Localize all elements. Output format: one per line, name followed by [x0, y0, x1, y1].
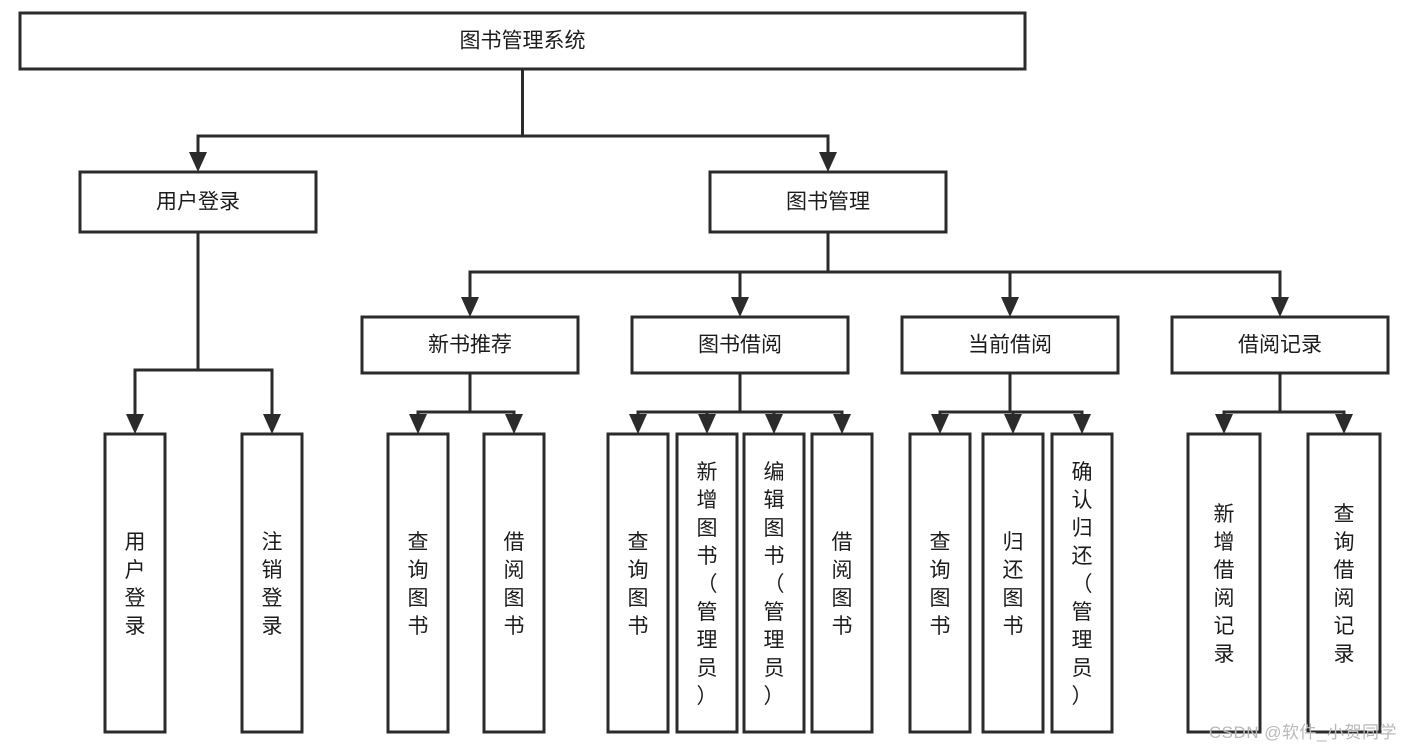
connector-layer	[126, 67, 1353, 434]
node-leaf-add-book-box[interactable]	[675, 432, 739, 734]
node-root-system[interactable]: 图书管理系统	[18, 11, 1027, 71]
node-current-borrow[interactable]: 当前借阅	[900, 315, 1120, 375]
node-book-borrow-box[interactable]	[630, 315, 850, 375]
node-user-login-label: 用户登录	[156, 191, 240, 214]
node-leaf-query-book-2-label: 查询图书	[628, 531, 649, 638]
node-book-borrow[interactable]: 图书借阅	[630, 315, 850, 375]
node-leaf-edit-book-label: 编辑图书（管理员）	[764, 461, 785, 708]
node-current-borrow-box[interactable]	[900, 315, 1120, 375]
node-leaf-add-record[interactable]: 新增借阅记录	[1186, 432, 1262, 734]
node-user-login[interactable]: 用户登录	[78, 170, 318, 234]
arrow-head-icon	[1271, 297, 1289, 317]
node-current-borrow-label: 当前借阅	[968, 334, 1052, 357]
node-leaf-query-book-1-label: 查询图书	[408, 531, 429, 638]
arrow-head-icon	[731, 297, 749, 317]
arrow-head-icon	[263, 414, 281, 434]
arrow-head-icon	[698, 414, 716, 434]
node-borrow-record-box[interactable]	[1170, 315, 1390, 375]
node-borrow-record[interactable]: 借阅记录	[1170, 315, 1390, 375]
arrow-head-icon	[1335, 414, 1353, 434]
arrow-head-icon	[189, 152, 207, 172]
node-leaf-query-record[interactable]: 查询借阅记录	[1306, 432, 1382, 734]
node-leaf-user-login-label: 用户登录	[125, 531, 146, 638]
node-book-manage-box[interactable]	[708, 170, 948, 234]
node-leaf-query-book-2[interactable]: 查询图书	[606, 432, 670, 734]
node-leaf-return-book[interactable]: 归还图书	[981, 432, 1045, 734]
node-leaf-edit-book-box[interactable]	[742, 432, 806, 734]
arrow-head-icon	[931, 414, 949, 434]
node-leaf-return-book-box[interactable]	[981, 432, 1045, 734]
arrow-head-icon	[1215, 414, 1233, 434]
node-leaf-query-book-3[interactable]: 查询图书	[908, 432, 972, 734]
node-leaf-confirm-return[interactable]: 确认归还（管理员）	[1050, 432, 1114, 734]
node-leaf-query-book-3-label: 查询图书	[930, 531, 951, 638]
node-leaf-return-book-label: 归还图书	[1003, 531, 1024, 638]
node-leaf-query-book-1-box[interactable]	[386, 432, 450, 734]
node-borrow-record-label: 借阅记录	[1238, 334, 1322, 357]
node-leaf-add-book[interactable]: 新增图书（管理员）	[675, 432, 739, 734]
arrow-head-icon	[1073, 414, 1091, 434]
node-root-system-label: 图书管理系统	[460, 30, 586, 53]
node-book-manage-label: 图书管理	[786, 191, 870, 214]
node-leaf-confirm-return-box[interactable]	[1050, 432, 1114, 734]
node-leaf-user-login[interactable]: 用户登录	[103, 432, 167, 734]
node-leaf-add-record-label: 新增借阅记录	[1214, 503, 1235, 666]
node-layer: 图书管理系统用户登录图书管理新书推荐图书借阅当前借阅借阅记录用户登录注销登录查询…	[18, 11, 1390, 734]
arrow-head-icon	[629, 414, 647, 434]
node-leaf-query-book-2-box[interactable]	[606, 432, 670, 734]
arrow-head-icon	[819, 152, 837, 172]
node-leaf-user-login-box[interactable]	[103, 432, 167, 734]
arrow-head-icon	[126, 414, 144, 434]
node-leaf-borrow-book-1-box[interactable]	[482, 432, 546, 734]
watermark-text: CSDN @软件_小贺同学	[1208, 723, 1397, 742]
arrow-head-icon	[461, 297, 479, 317]
arrow-head-icon	[1004, 414, 1022, 434]
node-leaf-logout-box[interactable]	[240, 432, 304, 734]
node-root-system-box[interactable]	[18, 11, 1027, 71]
node-leaf-add-book-label: 新增图书（管理员）	[697, 461, 718, 708]
node-leaf-borrow-book-2-box[interactable]	[810, 432, 874, 734]
node-leaf-logout-label: 注销登录	[262, 531, 283, 638]
node-leaf-query-book-3-box[interactable]	[908, 432, 972, 734]
node-leaf-query-book-1[interactable]: 查询图书	[386, 432, 450, 734]
node-book-manage[interactable]: 图书管理	[708, 170, 948, 234]
node-user-login-box[interactable]	[78, 170, 318, 234]
node-book-borrow-label: 图书借阅	[698, 334, 782, 357]
node-leaf-confirm-return-label: 确认归还（管理员）	[1072, 461, 1093, 708]
node-leaf-query-record-box[interactable]	[1306, 432, 1382, 734]
node-leaf-borrow-book-2[interactable]: 借阅图书	[810, 432, 874, 734]
node-new-book-recommend-label: 新书推荐	[428, 334, 512, 357]
node-leaf-borrow-book-1[interactable]: 借阅图书	[482, 432, 546, 734]
node-leaf-query-record-label: 查询借阅记录	[1334, 503, 1355, 666]
node-new-book-recommend-box[interactable]	[360, 315, 580, 375]
arrow-head-icon	[505, 414, 523, 434]
node-leaf-edit-book[interactable]: 编辑图书（管理员）	[742, 432, 806, 734]
node-leaf-add-record-box[interactable]	[1186, 432, 1262, 734]
node-leaf-logout[interactable]: 注销登录	[240, 432, 304, 734]
node-new-book-recommend[interactable]: 新书推荐	[360, 315, 580, 375]
arrow-head-icon	[833, 414, 851, 434]
arrow-head-icon	[409, 414, 427, 434]
node-leaf-borrow-book-2-label: 借阅图书	[832, 531, 853, 638]
arrow-head-icon	[1001, 297, 1019, 317]
arrow-head-icon	[765, 414, 783, 434]
node-leaf-borrow-book-1-label: 借阅图书	[504, 531, 525, 638]
